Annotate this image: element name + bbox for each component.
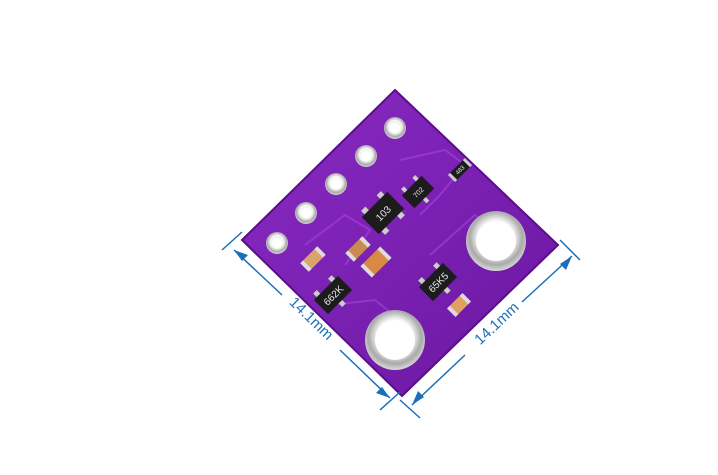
capacitor xyxy=(360,246,392,278)
mounting-hole xyxy=(466,211,526,271)
resistor-483: 483 xyxy=(447,157,473,183)
capacitor xyxy=(446,292,472,318)
chip-702: 702 xyxy=(401,175,435,209)
pin-hole xyxy=(266,232,288,254)
chip-103: 103 xyxy=(361,191,405,235)
header-pins xyxy=(266,117,406,254)
pin-hole xyxy=(355,145,377,167)
mounting-hole xyxy=(365,310,425,370)
capacitor xyxy=(300,246,326,272)
pin-hole xyxy=(295,202,317,224)
capacitor xyxy=(345,236,371,262)
svg-text:483: 483 xyxy=(455,165,467,177)
pin-hole xyxy=(325,173,347,195)
pcb-board xyxy=(240,88,560,398)
pin-hole xyxy=(384,117,406,139)
